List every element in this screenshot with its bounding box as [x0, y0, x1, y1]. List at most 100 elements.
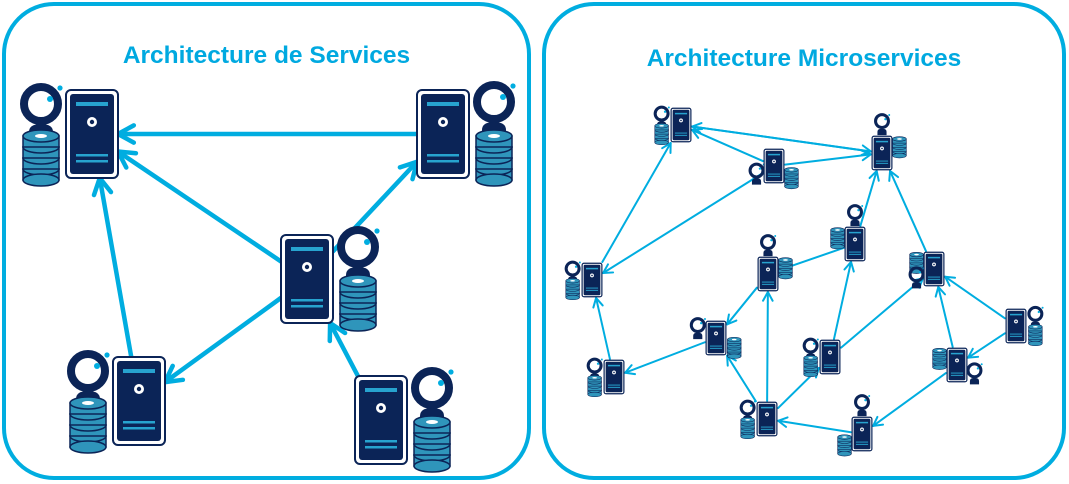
- arrowhead-icon: [624, 364, 637, 376]
- server-slot: [1009, 313, 1023, 316]
- edges-layer: [91, 122, 1006, 434]
- service-node: [739, 399, 778, 440]
- user-icon: [854, 394, 871, 417]
- database-icon: [654, 123, 669, 146]
- service-node: [416, 81, 516, 187]
- edge-m11-to-m6: [832, 260, 855, 341]
- database-icon: [339, 274, 377, 332]
- service-node: [871, 113, 907, 171]
- server-slot: [855, 421, 869, 424]
- arrowhead-icon: [777, 416, 789, 428]
- edge-m8-to-m9: [624, 341, 706, 376]
- service-node: [837, 394, 873, 457]
- server-slot: [607, 364, 621, 367]
- service-node: [564, 260, 603, 301]
- database-icon: [413, 415, 451, 473]
- database-icon: [892, 136, 907, 159]
- panel-title-services: Architecture de Services: [122, 42, 411, 69]
- service-node: [802, 337, 841, 378]
- database-icon: [475, 129, 513, 187]
- server-slot: [848, 231, 862, 234]
- service-node: [757, 234, 793, 292]
- arrowhead-icon: [691, 128, 704, 139]
- arrowhead-icon: [602, 263, 615, 275]
- database-icon: [803, 355, 818, 378]
- server-body: [821, 341, 839, 373]
- edge-m12-to-m7: [934, 285, 954, 349]
- user-icon: [760, 234, 777, 257]
- server-slot: [950, 352, 964, 355]
- server-body: [583, 264, 601, 296]
- edge-s3-to-s4: [162, 295, 284, 385]
- edge-m10-to-m5: [762, 290, 774, 403]
- arrowhead-icon: [726, 313, 738, 326]
- database-icon: [727, 336, 742, 359]
- server-slot: [823, 344, 837, 347]
- edge-m11-to-m7: [840, 277, 924, 349]
- database-icon: [784, 167, 799, 190]
- server-body: [948, 349, 966, 381]
- server-body: [605, 361, 623, 393]
- server-slot: [875, 140, 889, 143]
- service-node: [932, 347, 983, 385]
- edge-m6-to-m3: [859, 169, 880, 228]
- nodes-layer: [20, 81, 1044, 473]
- edge-m4-to-m1: [601, 141, 672, 264]
- arrowhead-icon: [592, 296, 604, 309]
- panel-title-microservices: Architecture Microservices: [646, 45, 962, 72]
- service-node: [354, 367, 454, 473]
- service-node: [586, 357, 625, 398]
- edge-s4-to-s1: [91, 175, 134, 360]
- edge-m9-to-m4: [592, 296, 611, 361]
- service-node: [653, 105, 692, 146]
- user-icon: [748, 162, 765, 185]
- server-slot: [291, 247, 323, 251]
- edge-m10-to-m8: [726, 354, 757, 403]
- server-slot: [427, 102, 459, 106]
- edge-m14-to-m10: [777, 416, 852, 434]
- server-body: [759, 258, 777, 290]
- arrowhead-icon: [661, 141, 672, 154]
- service-node: [689, 317, 742, 359]
- service-node: [830, 204, 866, 262]
- arrowhead-icon: [944, 275, 957, 287]
- database-icon: [565, 278, 580, 301]
- arrowhead-icon: [860, 144, 872, 156]
- service-node: [908, 251, 945, 289]
- database-icon: [740, 417, 755, 440]
- server-slot: [761, 261, 775, 264]
- edge-m2-to-m3: [784, 149, 872, 166]
- service-node: [20, 83, 119, 187]
- arrowhead-icon: [888, 169, 900, 182]
- database-icon: [837, 434, 852, 457]
- arrowhead-icon: [967, 347, 980, 359]
- database-icon: [69, 396, 107, 454]
- database-icon: [22, 129, 60, 187]
- arrowhead-icon: [843, 260, 855, 273]
- user-icon: [908, 266, 925, 289]
- server-slot: [709, 325, 723, 328]
- server-slot: [767, 153, 781, 156]
- edge-m12-to-m14: [872, 372, 947, 427]
- server-slot: [674, 112, 688, 115]
- edge-s3-to-s1: [115, 149, 284, 264]
- arrowhead-icon: [860, 149, 872, 162]
- edge-m7-to-m3: [888, 169, 927, 253]
- arrowhead-icon: [934, 285, 947, 298]
- server-slot: [585, 267, 599, 270]
- server-slot: [123, 369, 155, 373]
- panel-microservices-architecture: Architecture Microservices: [542, 2, 1066, 480]
- service-node: [280, 226, 380, 332]
- edge-m1-to-m3: [691, 125, 872, 156]
- server-slot: [927, 256, 941, 259]
- edge-m2-to-m1: [691, 128, 764, 163]
- database-icon: [778, 257, 793, 280]
- database-icon: [830, 227, 845, 250]
- arrowhead-icon: [868, 169, 880, 182]
- edge-m13-to-m12: [967, 332, 1006, 359]
- server-slot: [76, 102, 108, 106]
- user-icon: [966, 362, 983, 385]
- edge-m5-to-m8: [726, 286, 758, 326]
- user-icon: [847, 204, 864, 227]
